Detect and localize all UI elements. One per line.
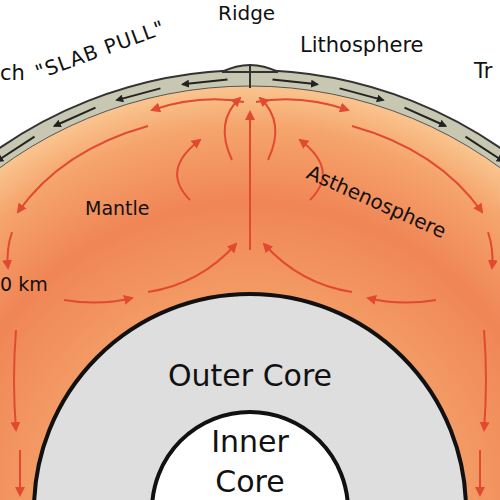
plate-arrow [54, 108, 95, 126]
convection-arrow [249, 112, 251, 250]
diagram-label: Lithosphere [300, 34, 424, 57]
node-title: Inner Core [190, 422, 310, 500]
convection-arrow [368, 298, 436, 303]
convection-arrow [260, 98, 275, 160]
mantle-body [0, 86, 500, 500]
convection-arrow [14, 330, 16, 430]
inner-core: Inner Core [150, 410, 350, 500]
plate-arrow [0, 137, 34, 162]
diagram-label: Asthenosphere [304, 161, 450, 242]
diagram-label: Tr [474, 60, 492, 83]
convection-arrow [264, 244, 352, 292]
convection-arrow [64, 298, 132, 303]
diagram-label: "SLAB PULL" [32, 16, 168, 83]
convection-arrow [19, 450, 21, 495]
node-title: Outer Core [100, 358, 400, 394]
plate-arrow [466, 137, 500, 162]
diagram-label: Mantle [85, 198, 150, 219]
convection-arrow [488, 232, 493, 268]
diagram-label: 0 km [0, 274, 48, 295]
outer-core-circle [34, 294, 466, 500]
convection-arrow [225, 98, 240, 160]
ridge-rift [249, 64, 251, 88]
convection-arrow [479, 450, 481, 495]
outer-core: Outer CoreInner Core [32, 292, 468, 500]
lithosphere-band [0, 70, 500, 500]
plate-arrow [117, 88, 161, 100]
plate-arrow [405, 108, 446, 126]
plate-arrow [340, 88, 384, 100]
plate-arrow [273, 80, 318, 85]
convection-arrow [8, 232, 13, 268]
convection-arrow [148, 244, 236, 292]
convection-arrow [484, 330, 486, 430]
inner-core-circle [152, 412, 348, 500]
convection-arrow [177, 140, 200, 200]
plate-arrow [183, 80, 228, 85]
diagram-label: Ridge [218, 2, 275, 24]
diagram-label: ch [0, 62, 25, 85]
